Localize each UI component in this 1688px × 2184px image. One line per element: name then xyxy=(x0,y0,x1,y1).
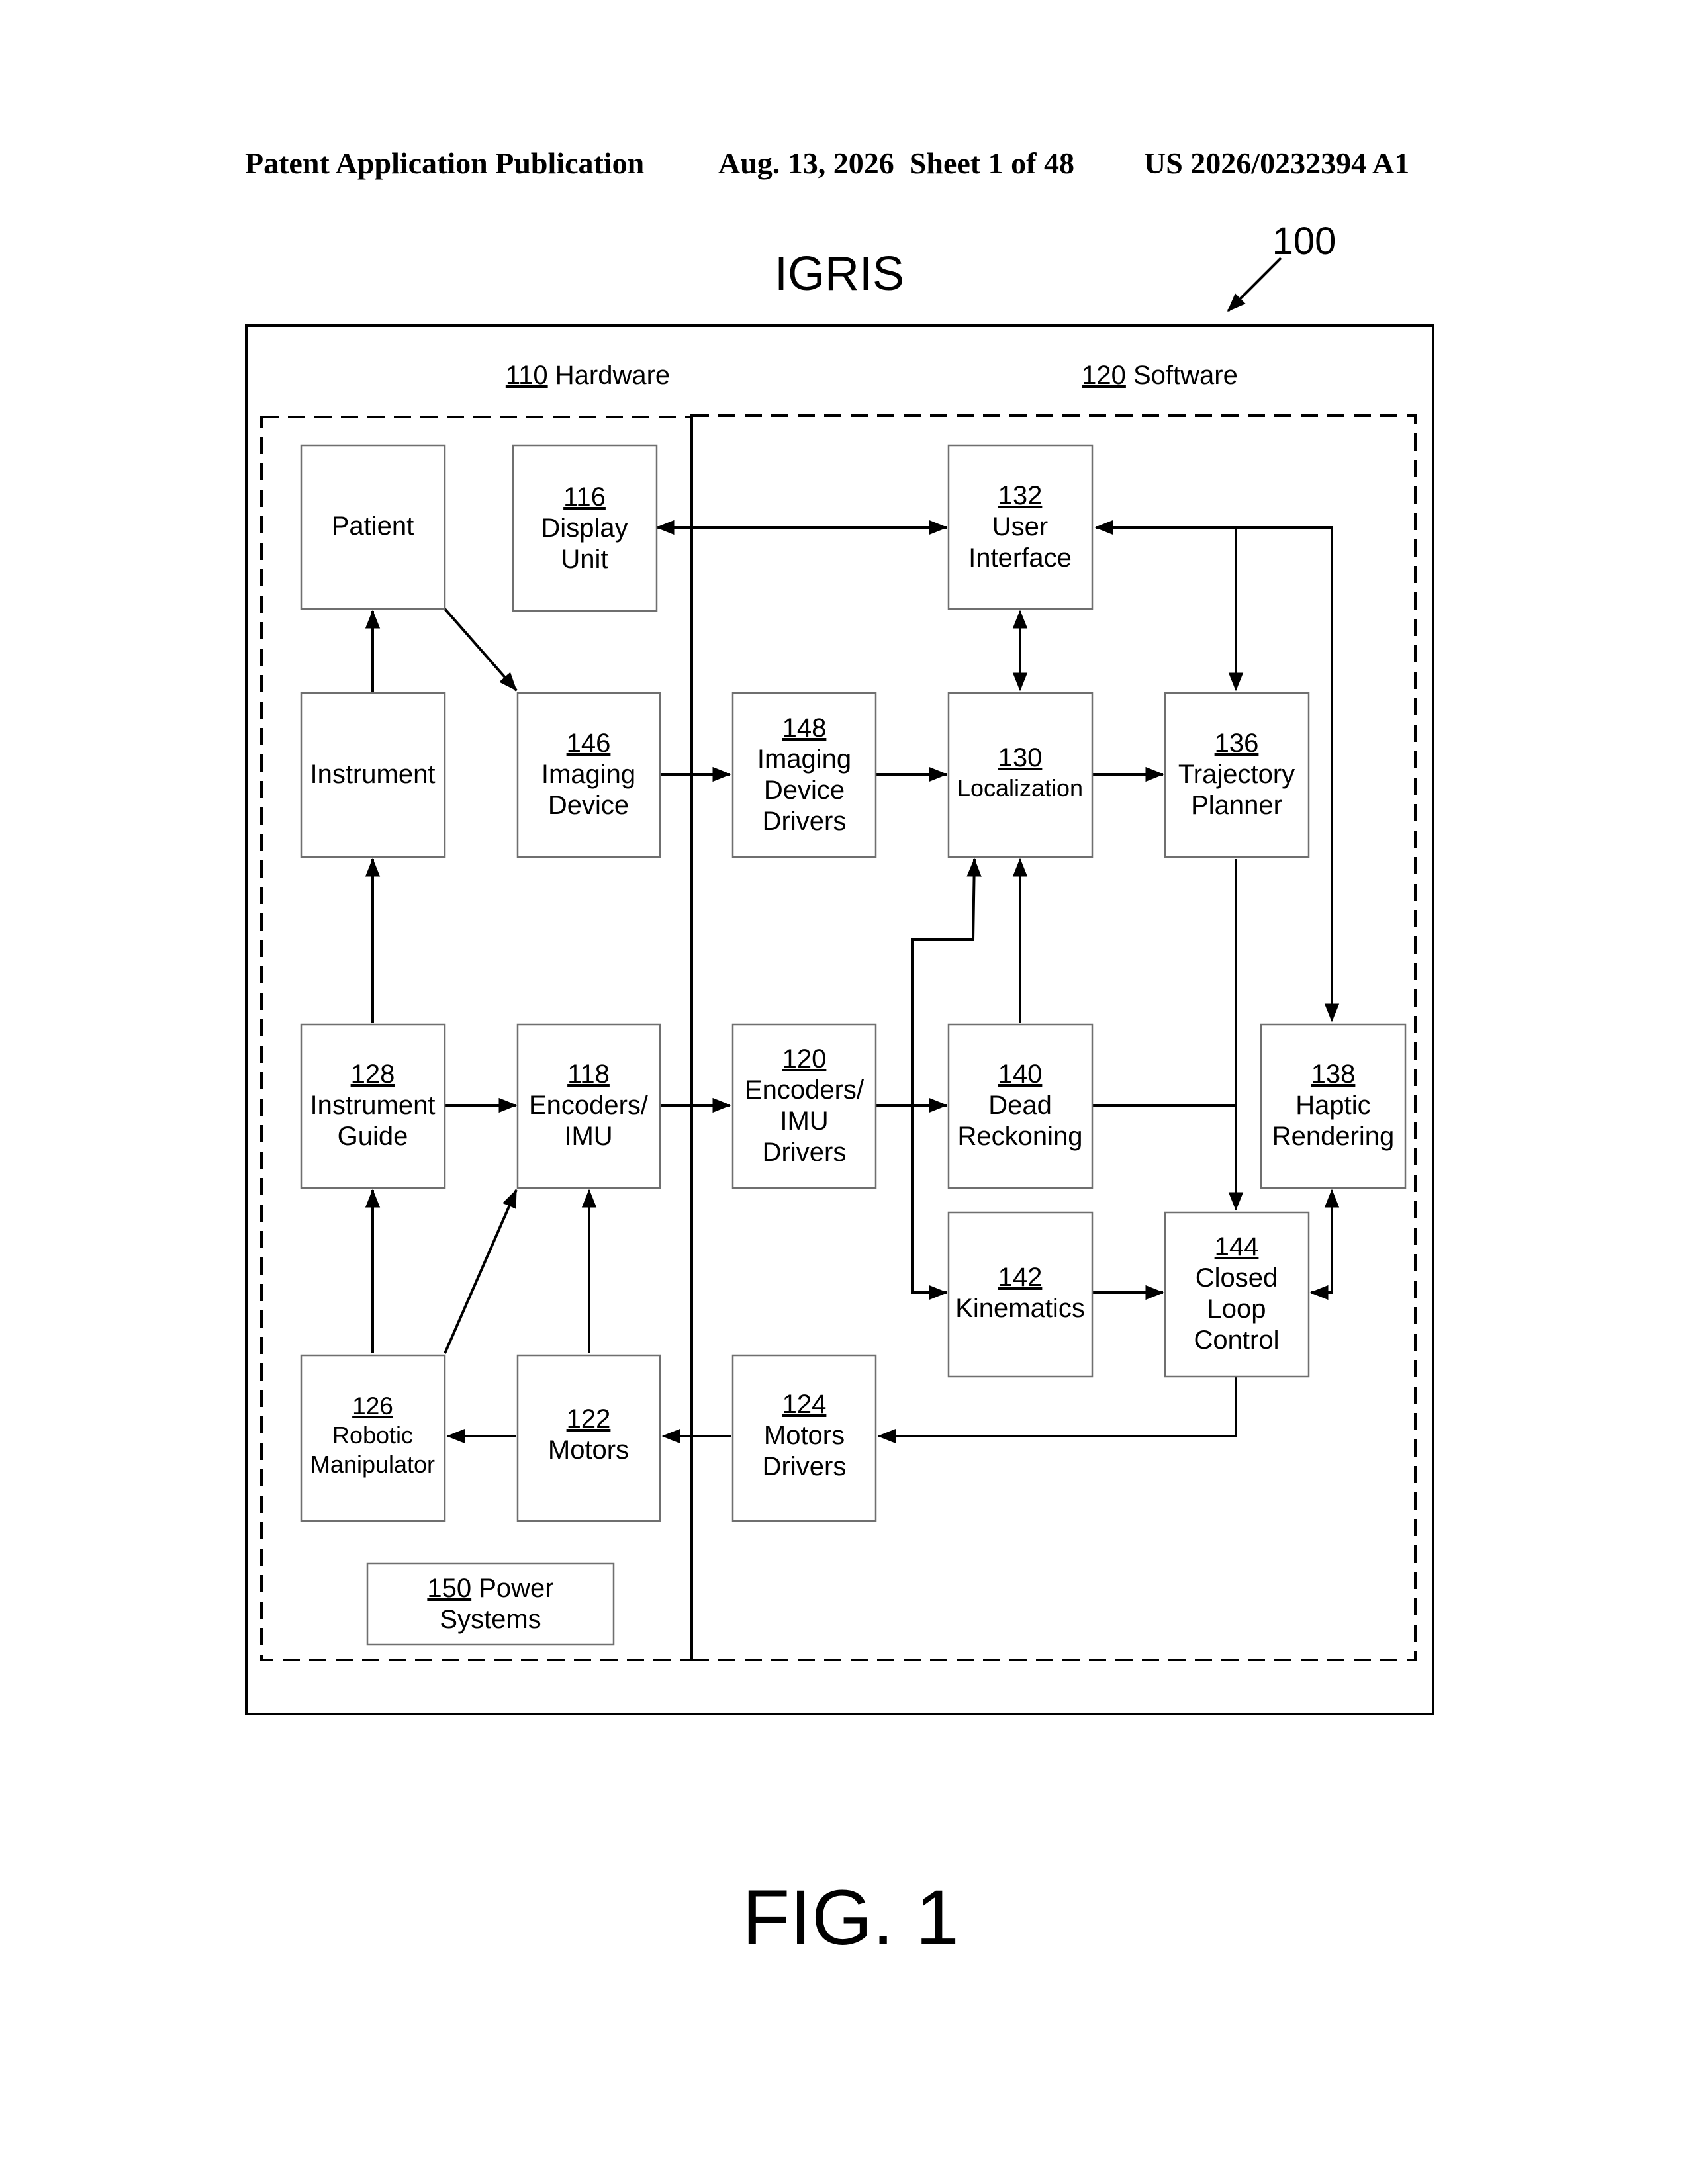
localization-label: Localization xyxy=(957,774,1083,801)
imaging-device-number: 146 xyxy=(567,729,611,758)
display-unit-line2: Unit xyxy=(561,545,608,574)
encoders-drivers-line2: IMU xyxy=(780,1107,828,1136)
motors-drivers-box: 124 Motors Drivers xyxy=(733,1355,876,1521)
power-systems-box: 150 Power Systems xyxy=(367,1563,614,1645)
user-interface-number: 132 xyxy=(998,481,1043,510)
instrument-label: Instrument xyxy=(310,760,436,789)
dead-reckoning-line1: Dead xyxy=(988,1091,1052,1120)
patient-label: Patient xyxy=(332,512,414,541)
dead-reckoning-line2: Reckoning xyxy=(957,1122,1082,1151)
motors-number: 122 xyxy=(567,1404,611,1433)
closed-loop-line1: Closed xyxy=(1196,1263,1278,1293)
motors-drivers-line1: Motors xyxy=(764,1421,845,1450)
user-interface-line2: Interface xyxy=(968,543,1072,572)
encoders-drivers-line1: Encoders/ xyxy=(745,1075,865,1105)
software-label: 120 Software xyxy=(1082,361,1238,390)
encoders-imu-drivers-box: 120 Encoders/ IMU Drivers xyxy=(733,1024,876,1188)
closed-loop-control-box: 144 Closed Loop Control xyxy=(1165,1212,1309,1377)
imaging-device-box: 146 Imaging Device xyxy=(518,693,660,857)
imaging-device-drivers-box: 148 Imaging Device Drivers xyxy=(733,693,876,857)
instrument-guide-line2: Guide xyxy=(338,1122,408,1151)
dead-reckoning-number: 140 xyxy=(998,1060,1043,1089)
power-systems-line2: Systems xyxy=(440,1605,541,1634)
display-unit-line1: Display xyxy=(541,514,628,543)
trajectory-planner-line2: Planner xyxy=(1191,791,1282,820)
closed-loop-line2: Loop xyxy=(1207,1295,1266,1324)
motors-label: Motors xyxy=(548,1435,629,1465)
display-unit-number: 116 xyxy=(563,482,606,512)
imaging-device-line2: Device xyxy=(548,791,629,820)
haptic-rendering-line1: Haptic xyxy=(1295,1091,1370,1120)
instrument-guide-line1: Instrument xyxy=(310,1091,436,1120)
robotic-manipulator-line1: Robotic xyxy=(332,1422,413,1449)
patient-box: Patient xyxy=(301,445,445,609)
imaging-drivers-number: 148 xyxy=(782,713,827,743)
hardware-label: 110 Hardware xyxy=(506,361,670,390)
encoders-imu-number: 118 xyxy=(567,1060,610,1089)
haptic-rendering-box: 138 Haptic Rendering xyxy=(1261,1024,1405,1188)
header-publication: Patent Application Publication xyxy=(245,146,644,180)
arrow-closedloop-haptic xyxy=(1311,1190,1332,1293)
imaging-drivers-line1: Imaging xyxy=(757,745,851,774)
encoders-imu-line2: IMU xyxy=(564,1122,612,1151)
instrument-box: Instrument xyxy=(301,693,445,857)
kinematics-label: Kinematics xyxy=(955,1294,1085,1323)
robotic-manipulator-box: 126 Robotic Manipulator xyxy=(301,1355,445,1521)
trajectory-planner-number: 136 xyxy=(1215,729,1259,758)
robotic-manipulator-line2: Manipulator xyxy=(310,1451,435,1478)
header-patent-number: US 2026/0232394 A1 xyxy=(1144,146,1409,180)
closed-loop-line3: Control xyxy=(1194,1326,1280,1355)
imaging-drivers-line3: Drivers xyxy=(763,807,847,836)
display-unit-box: 116 Display Unit xyxy=(513,445,657,611)
robotic-manipulator-number: 126 xyxy=(352,1392,393,1420)
closed-loop-number: 144 xyxy=(1215,1232,1259,1261)
user-interface-box: 132 User Interface xyxy=(949,445,1092,609)
figure-label: FIG. 1 xyxy=(742,1874,959,1962)
encoders-drivers-line3: Drivers xyxy=(763,1138,847,1167)
reference-number: 100 xyxy=(1272,220,1336,263)
trajectory-planner-line1: Trajectory xyxy=(1178,760,1295,789)
kinematics-number: 142 xyxy=(998,1263,1043,1292)
motors-box: 122 Motors xyxy=(518,1355,660,1521)
encoders-imu-box: 118 Encoders/ IMU xyxy=(518,1024,660,1188)
reference-arrow xyxy=(1228,258,1281,311)
localization-box: 130 Localization xyxy=(949,693,1092,857)
header-date-sheet: Aug. 13, 2026 Sheet 1 of 48 xyxy=(718,146,1074,180)
encoders-drivers-number: 120 xyxy=(782,1044,827,1073)
power-systems-line1: 150 Power xyxy=(427,1574,553,1603)
kinematics-box: 142 Kinematics xyxy=(949,1212,1092,1377)
motors-drivers-number: 124 xyxy=(782,1390,827,1419)
arrow-patient-imaging xyxy=(445,609,516,690)
dead-reckoning-box: 140 Dead Reckoning xyxy=(949,1024,1092,1188)
encoders-imu-line1: Encoders/ xyxy=(529,1091,649,1120)
motors-drivers-line2: Drivers xyxy=(763,1452,847,1481)
trajectory-planner-box: 136 Trajectory Planner xyxy=(1165,693,1309,857)
instrument-guide-number: 128 xyxy=(351,1060,395,1089)
user-interface-line1: User xyxy=(992,512,1048,541)
imaging-device-line1: Imaging xyxy=(541,760,635,789)
instrument-guide-box: 128 Instrument Guide xyxy=(301,1024,445,1188)
localization-number: 130 xyxy=(998,743,1043,772)
haptic-rendering-line2: Rendering xyxy=(1272,1122,1395,1151)
imaging-drivers-line2: Device xyxy=(764,776,845,805)
arrow-manipulator-encoders xyxy=(445,1190,516,1353)
diagram-title: IGRIS xyxy=(774,248,904,300)
haptic-rendering-number: 138 xyxy=(1311,1060,1356,1089)
arrow-closedloop-motorsdrivers xyxy=(878,1377,1236,1436)
